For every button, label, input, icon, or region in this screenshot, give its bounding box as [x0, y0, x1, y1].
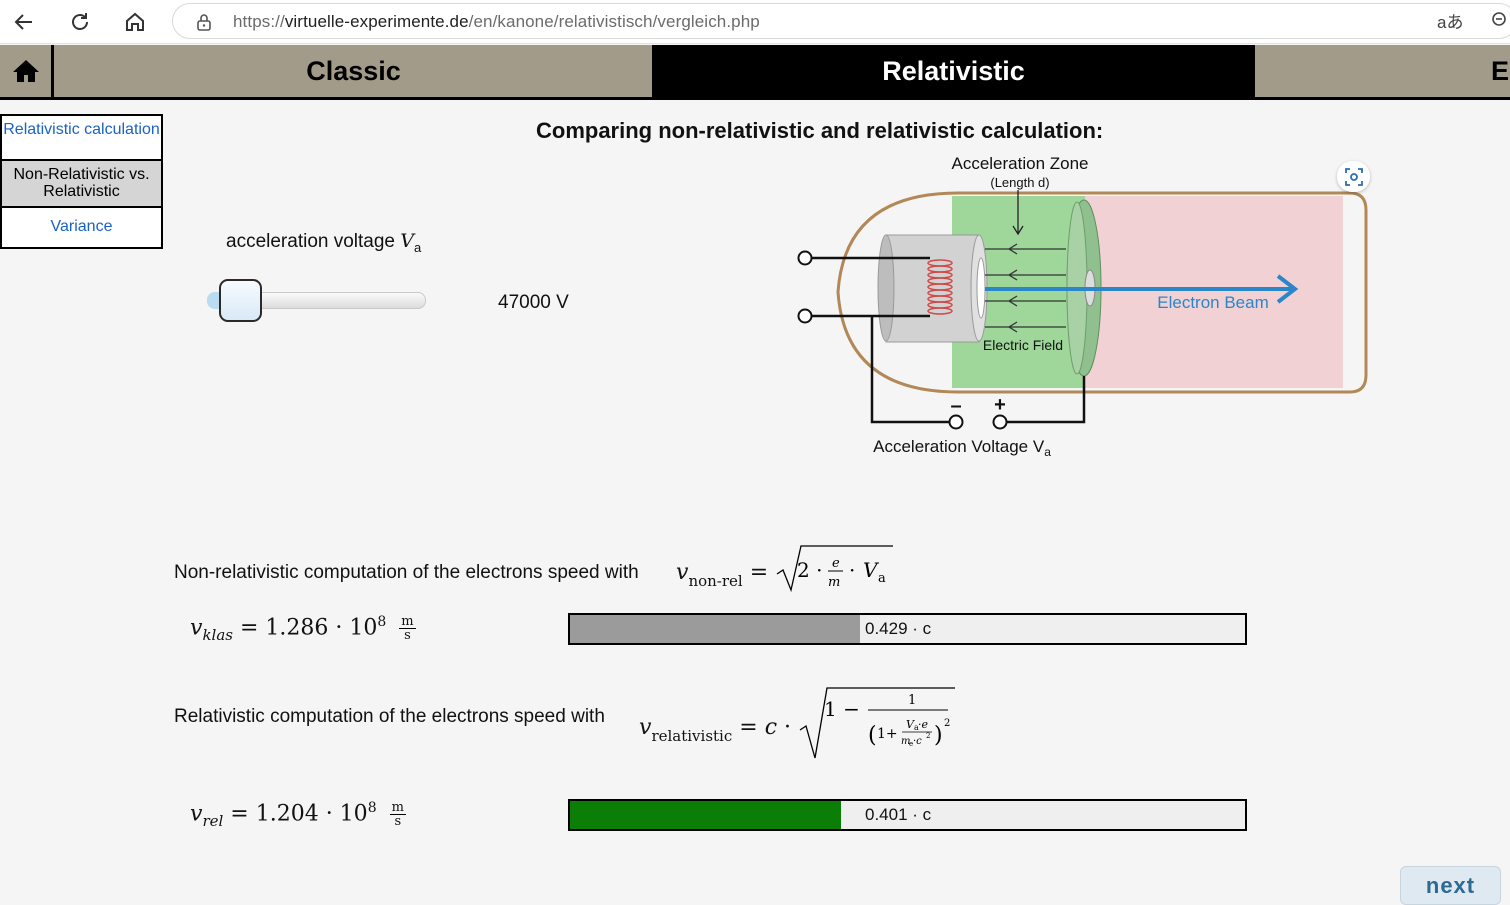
- voltage-slider-thumb[interactable]: [219, 279, 262, 322]
- fullscreen-icon: [1344, 167, 1363, 186]
- home-icon: [12, 60, 39, 82]
- back-icon[interactable]: [8, 6, 40, 38]
- zone-title: Acceleration Zone: [951, 154, 1088, 173]
- voltage-value: 47000 V: [498, 292, 569, 313]
- svg-text:m: m: [901, 736, 910, 747]
- svg-text:): ): [934, 723, 943, 748]
- zone-subtitle: (Length d): [990, 175, 1049, 190]
- tab-classic[interactable]: Classic: [306, 55, 401, 86]
- fullscreen-button[interactable]: [1337, 161, 1370, 192]
- electron-beam-arrow: [985, 274, 1299, 304]
- heater-terminal-1: [797, 250, 813, 266]
- field-lines: [985, 243, 1066, 333]
- side-menu: Relativistic calculation Non-Relativisti…: [0, 114, 163, 249]
- next-button[interactable]: next: [1400, 866, 1501, 905]
- plus-sign: +: [994, 394, 1006, 416]
- svg-text:·e: ·e: [918, 718, 928, 731]
- translate-icon[interactable]: aあ: [1437, 13, 1464, 32]
- svg-text:2: 2: [926, 732, 930, 740]
- svg-text:V: V: [863, 558, 880, 582]
- beam-label: Electron Beam: [1157, 293, 1269, 312]
- heating-coil: [927, 259, 953, 315]
- plus-terminal: [992, 414, 1008, 430]
- side-item-variance[interactable]: Variance: [0, 208, 163, 249]
- svg-text:·c: ·c: [913, 736, 922, 747]
- nonrel-formula: vnon-rel = 2 · e m · V a: [676, 545, 895, 598]
- tab-next-cut-off[interactable]: E: [1491, 55, 1510, 86]
- tube-outline: [836, 191, 1368, 394]
- electron-gun-diagram: Acceleration Zone (Length d) Electric Fi…: [797, 154, 1368, 459]
- svg-text:(: (: [868, 723, 877, 748]
- svg-text:2 ·: 2 ·: [797, 558, 822, 582]
- svg-text:e: e: [832, 556, 840, 571]
- rel-speed-label: 0.401 · c: [865, 805, 932, 824]
- reload-icon[interactable]: [64, 6, 96, 38]
- zoom-icon[interactable]: [1490, 10, 1510, 35]
- svg-text:m: m: [828, 575, 840, 590]
- svg-text:2: 2: [944, 718, 950, 729]
- url-text: https://virtuelle-experimente.de/en/kano…: [233, 12, 760, 31]
- browser-toolbar: https://virtuelle-experimente.de/en/kano…: [0, 0, 1510, 44]
- svg-text:1: 1: [908, 693, 916, 708]
- rel-speed-fill: [570, 801, 841, 829]
- cathode-cylinder: [885, 234, 980, 343]
- rel-description: Relativistic computation of the electron…: [174, 706, 605, 727]
- main-navigation: Classic Relativistic E: [0, 45, 1510, 100]
- nonrel-speed-fill: [570, 615, 860, 643]
- beam-zone: [1085, 196, 1343, 388]
- side-item-nonrel-vs-rel[interactable]: Non-Relativistic vs. Relativistic: [0, 161, 163, 208]
- rel-sqrt-symbol: 1 − 1 ( 1+ V a ·e m e ·c 2 ) 2: [799, 687, 956, 759]
- tab-relativistic[interactable]: Relativistic: [652, 45, 1255, 97]
- svg-text:1+: 1+: [877, 726, 898, 742]
- nonrel-speed-bar: 0.429 · c: [568, 613, 1247, 645]
- rel-formula: vrelativistic = c · 1 − 1 ( 1+ V a ·e m …: [639, 687, 958, 768]
- wiring: [812, 256, 1086, 424]
- address-bar[interactable]: https://virtuelle-experimente.de/en/kano…: [172, 3, 1510, 39]
- sqrt-symbol: 2 · e m · V a: [776, 545, 894, 593]
- field-label: Electric Field: [983, 337, 1063, 353]
- voltage-slider-label: acceleration voltage Va: [226, 230, 422, 255]
- minus-sign: –: [950, 395, 961, 417]
- svg-text:a: a: [878, 571, 886, 586]
- rel-speed-bar: 0.401 · c: [568, 799, 1247, 831]
- voltage-caption: Acceleration Voltage Va: [873, 437, 1051, 459]
- svg-text:V: V: [906, 718, 915, 731]
- heater-terminal-2: [797, 308, 813, 324]
- svg-text:a: a: [914, 723, 919, 732]
- lock-icon[interactable]: [195, 13, 213, 36]
- side-item-relativistic-calculation[interactable]: Relativistic calculation: [0, 114, 163, 161]
- svg-text:e: e: [909, 740, 913, 748]
- svg-text:1 −: 1 −: [824, 697, 860, 721]
- nonrel-description: Non-relativistic computation of the elec…: [174, 562, 639, 583]
- svg-text:·: ·: [849, 558, 855, 582]
- page-title: Comparing non-relativistic and relativis…: [536, 118, 1104, 143]
- home-tab[interactable]: [0, 45, 54, 97]
- minus-terminal: [948, 414, 964, 430]
- home-browser-icon[interactable]: [119, 6, 151, 38]
- nonrel-speed-label: 0.429 · c: [865, 619, 932, 638]
